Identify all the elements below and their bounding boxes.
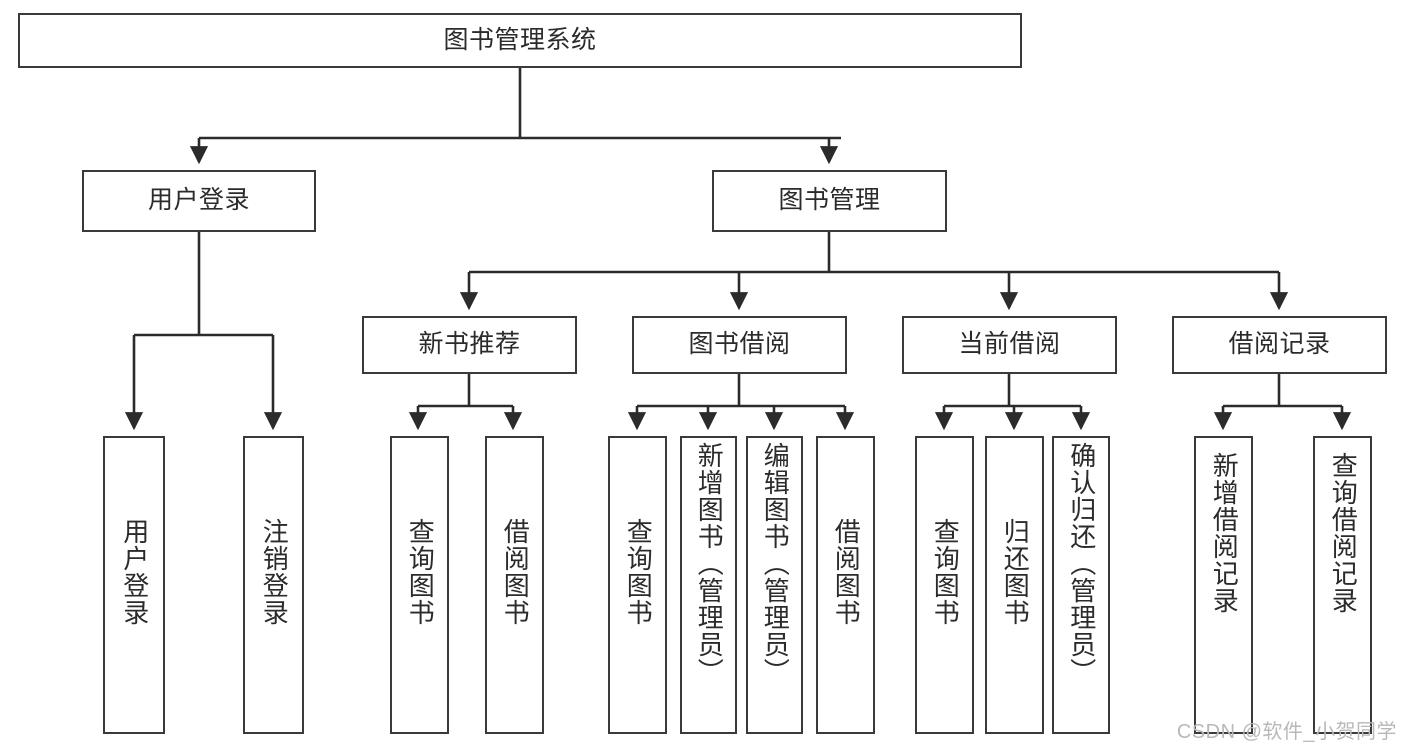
- node-label: 注销登录: [259, 518, 290, 626]
- leaf-user-login[interactable]: 用户登录: [103, 436, 165, 734]
- node-label: 借阅图书: [831, 518, 862, 626]
- leaf-return-book[interactable]: 归还图书: [985, 436, 1044, 734]
- leaf-user-logout[interactable]: 注销登录: [243, 436, 304, 734]
- node-label: 借阅图书: [500, 518, 531, 626]
- node-label: 用户登录: [119, 518, 150, 626]
- node-label: 新增图书（管理员）: [694, 442, 725, 685]
- node-book-borrow[interactable]: 图书借阅: [632, 316, 847, 374]
- leaf-borrow-book-recommend[interactable]: 借阅图书: [485, 436, 544, 734]
- leaf-query-book-borrow[interactable]: 查询图书: [608, 436, 667, 734]
- node-label: 查询借阅记录: [1328, 452, 1359, 614]
- node-borrow-record[interactable]: 借阅记录: [1172, 316, 1387, 374]
- node-label: 借阅记录: [1228, 330, 1331, 359]
- leaf-borrow-book[interactable]: 借阅图书: [816, 436, 875, 734]
- node-current-borrow[interactable]: 当前借阅: [902, 316, 1117, 374]
- leaf-query-borrow-record[interactable]: 查询借阅记录: [1313, 436, 1372, 734]
- watermark-text: CSDN @软件_小贺同学: [1176, 721, 1397, 743]
- node-label: 图书管理系统: [443, 25, 597, 54]
- node-label: 图书管理: [778, 186, 881, 215]
- node-label: 查询图书: [930, 518, 961, 626]
- node-label: 查询图书: [405, 518, 436, 626]
- node-label: 图书借阅: [688, 330, 791, 359]
- node-label: 查询图书: [623, 518, 654, 626]
- node-label: 编辑图书（管理员）: [760, 442, 791, 685]
- leaf-add-book-admin[interactable]: 新增图书（管理员）: [680, 436, 737, 734]
- leaf-confirm-return-admin[interactable]: 确认归还（管理员）: [1052, 436, 1110, 734]
- leaf-add-borrow-record[interactable]: 新增借阅记录: [1194, 436, 1253, 734]
- leaf-query-book-recommend[interactable]: 查询图书: [390, 436, 449, 734]
- node-book-management[interactable]: 图书管理: [712, 170, 947, 232]
- node-label: 用户登录: [147, 186, 250, 215]
- node-user-login[interactable]: 用户登录: [82, 170, 316, 232]
- node-new-book-recommend[interactable]: 新书推荐: [362, 316, 577, 374]
- node-label: 归还图书: [1000, 518, 1031, 626]
- node-label: 当前借阅: [958, 330, 1061, 359]
- node-label: 确认归还（管理员）: [1066, 442, 1097, 685]
- node-label: 新书推荐: [418, 330, 521, 359]
- leaf-query-book-current[interactable]: 查询图书: [915, 436, 974, 734]
- node-label: 新增借阅记录: [1209, 452, 1240, 614]
- node-root[interactable]: 图书管理系统: [18, 13, 1022, 68]
- leaf-edit-book-admin[interactable]: 编辑图书（管理员）: [746, 436, 803, 734]
